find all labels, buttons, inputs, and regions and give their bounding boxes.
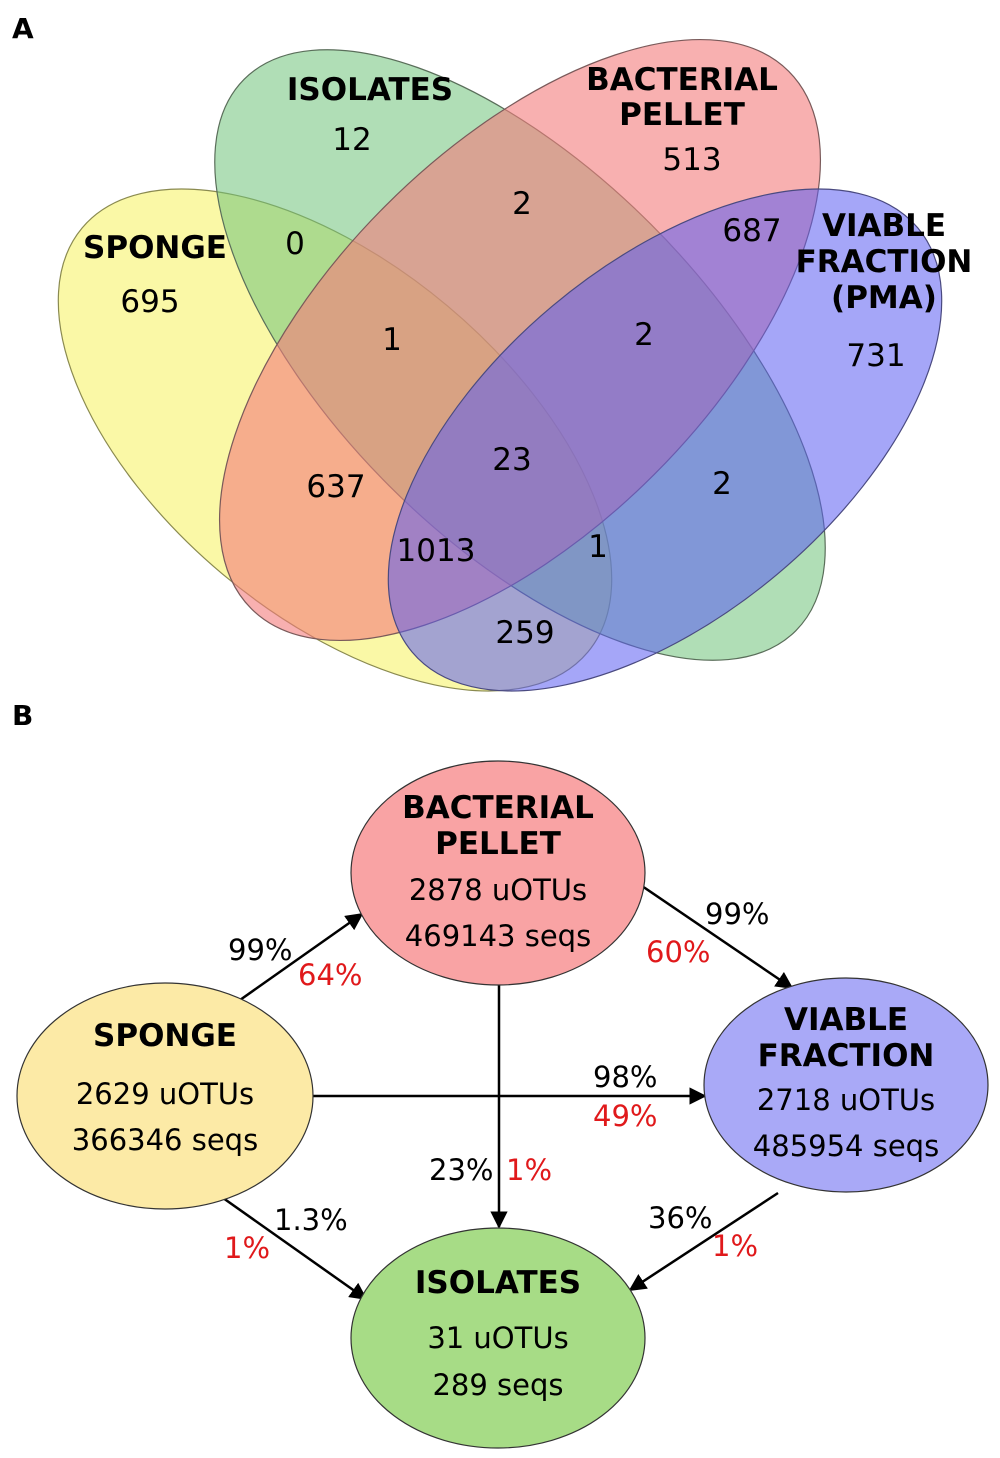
- node-sponge: SPONGE 2629 uOTUs 366346 seqs: [16, 982, 314, 1210]
- node-viable-shape: [703, 977, 989, 1193]
- arrow-viable-to-isolates: [628, 1191, 779, 1292]
- edge-viable-isolates-red: 1%: [712, 1229, 758, 1263]
- node-sponge-title: SPONGE: [93, 1018, 237, 1054]
- node-sponge-shape: [16, 982, 314, 1210]
- node-viable-uotus: 2718 uOTUs: [757, 1083, 935, 1117]
- count-sponge-pellet: 637: [306, 469, 365, 505]
- node-viable-title-line1: VIABLE: [784, 1002, 908, 1038]
- edge-sponge-viable-red: 49%: [593, 1099, 657, 1133]
- node-pellet-shape: [350, 760, 646, 986]
- count-isolates-pellet-viable: 2: [634, 317, 654, 353]
- node-sponge-seqs: 366346 seqs: [72, 1123, 258, 1157]
- venn-label-viable-line1: VIABLE: [822, 208, 946, 244]
- flow-diagram: BACTERIAL PELLET 2878 uOTUs 469143 seqs …: [16, 760, 989, 1449]
- node-pellet-title-line1: BACTERIAL: [402, 790, 594, 826]
- count-viable-only: 731: [846, 338, 905, 374]
- node-pellet: BACTERIAL PELLET 2878 uOTUs 469143 seqs: [350, 760, 646, 986]
- count-pellet-only: 513: [662, 142, 721, 178]
- edge-sponge-viable-black: 98%: [593, 1060, 657, 1094]
- count-sponge-viable: 259: [495, 615, 554, 651]
- venn-label-sponge: SPONGE: [83, 230, 227, 266]
- count-sponge-pellet-viable: 1013: [397, 533, 476, 569]
- node-viable-title-line2: FRACTION: [758, 1038, 935, 1074]
- count-all-four: 23: [492, 442, 531, 478]
- venn-label-viable-line2: FRACTION: [796, 244, 973, 280]
- node-pellet-seqs: 469143 seqs: [405, 919, 591, 953]
- edge-pellet-isolates-black: 23%: [429, 1153, 493, 1187]
- node-sponge-uotus: 2629 uOTUs: [76, 1077, 254, 1111]
- count-sponge-isolates: 0: [285, 226, 305, 262]
- count-isolates-only: 12: [332, 122, 371, 158]
- edge-pellet-isolates-red: 1%: [506, 1153, 552, 1187]
- count-isolates-pellet: 2: [512, 186, 532, 222]
- node-viable-seqs: 485954 seqs: [753, 1129, 939, 1163]
- node-isolates: ISOLATES 31 uOTUs 289 seqs: [350, 1227, 646, 1449]
- edge-sponge-pellet-red: 64%: [298, 958, 362, 992]
- arrow-pellet-to-viable: [641, 884, 794, 990]
- node-pellet-title-line2: PELLET: [435, 826, 561, 862]
- node-pellet-uotus: 2878 uOTUs: [409, 873, 587, 907]
- venn-label-pellet-line1: BACTERIAL: [586, 62, 778, 98]
- venn-label-isolates: ISOLATES: [287, 72, 453, 108]
- count-sponge-only: 695: [120, 284, 179, 320]
- count-pellet-viable: 687: [722, 213, 781, 249]
- edge-sponge-isolates-red: 1%: [224, 1231, 270, 1265]
- venn-label-viable-line3: (PMA): [831, 280, 937, 316]
- venn-diagram: SPONGE ISOLATES BACTERIAL PELLET VIABLE …: [57, 38, 973, 692]
- venn-label-pellet-line2: PELLET: [619, 97, 745, 133]
- arrow-sponge-to-isolates: [215, 1191, 368, 1301]
- node-isolates-uotus: 31 uOTUs: [427, 1321, 568, 1355]
- edge-pellet-viable-black: 99%: [705, 897, 769, 931]
- arrow-sponge-to-pellet: [239, 912, 364, 1002]
- edge-viable-isolates-black: 36%: [648, 1201, 712, 1235]
- count-sponge-isolates-viable: 1: [588, 529, 608, 565]
- edge-sponge-pellet-black: 99%: [228, 933, 292, 967]
- node-isolates-title: ISOLATES: [415, 1265, 581, 1301]
- panel-b-label: B: [12, 699, 33, 732]
- node-isolates-seqs: 289 seqs: [432, 1368, 563, 1402]
- venn-ellipse-viable: [387, 188, 943, 692]
- edge-pellet-viable-red: 60%: [646, 935, 710, 969]
- count-isolates-viable: 2: [712, 466, 732, 502]
- panel-a-label: A: [12, 12, 34, 45]
- node-viable: VIABLE FRACTION 2718 uOTUs 485954 seqs: [703, 977, 989, 1193]
- edge-sponge-isolates-black: 1.3%: [274, 1203, 348, 1237]
- count-sponge-isolates-pellet: 1: [382, 322, 402, 358]
- node-isolates-shape: [350, 1227, 646, 1449]
